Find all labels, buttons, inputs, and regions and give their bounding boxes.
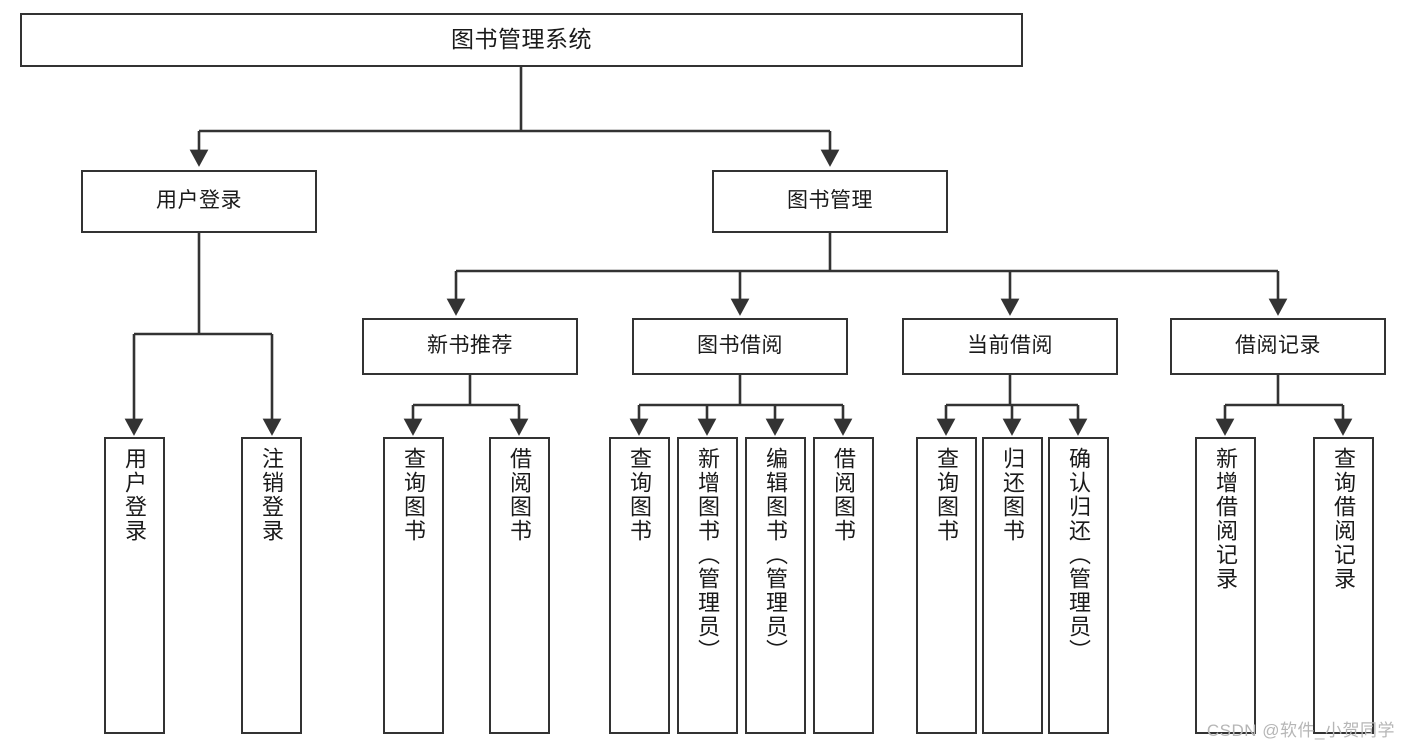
node-label: 用户登录 <box>156 189 242 213</box>
node-leaf-edit-book[interactable]: 编辑图书（管理员） <box>745 437 806 734</box>
node-user-login[interactable]: 用户登录 <box>81 170 317 233</box>
node-root-system[interactable]: 图书管理系统 <box>20 13 1023 67</box>
node-book-management[interactable]: 图书管理 <box>712 170 948 233</box>
node-label: 查询图书 <box>627 447 653 543</box>
node-leaf-add-record[interactable]: 新增借阅记录 <box>1195 437 1256 734</box>
node-label: 确认归还（管理员） <box>1066 447 1092 663</box>
node-label: 借阅图书 <box>507 447 533 543</box>
node-label: 新增借阅记录 <box>1213 447 1239 591</box>
node-label: 借阅图书 <box>831 447 857 543</box>
node-label: 注销登录 <box>259 447 285 543</box>
node-label: 当前借阅 <box>967 334 1053 358</box>
node-label: 借阅记录 <box>1235 334 1321 358</box>
node-leaf-query-record[interactable]: 查询借阅记录 <box>1313 437 1374 734</box>
node-leaf-borrow-book-2[interactable]: 借阅图书 <box>813 437 874 734</box>
node-label: 图书管理系统 <box>451 26 592 53</box>
node-label: 查询图书 <box>401 447 427 543</box>
node-leaf-query-book-3[interactable]: 查询图书 <box>916 437 977 734</box>
node-current-borrow[interactable]: 当前借阅 <box>902 318 1118 375</box>
node-leaf-add-book[interactable]: 新增图书（管理员） <box>677 437 738 734</box>
node-label: 查询图书 <box>934 447 960 543</box>
node-label: 归还图书 <box>1000 447 1026 543</box>
node-label: 编辑图书（管理员） <box>763 447 789 663</box>
node-borrow-record[interactable]: 借阅记录 <box>1170 318 1386 375</box>
node-label: 图书借阅 <box>697 334 783 358</box>
node-leaf-query-book-2[interactable]: 查询图书 <box>609 437 670 734</box>
node-label: 查询借阅记录 <box>1331 447 1357 591</box>
node-leaf-user-logout[interactable]: 注销登录 <box>241 437 302 734</box>
node-leaf-confirm-return[interactable]: 确认归还（管理员） <box>1048 437 1109 734</box>
node-book-borrow[interactable]: 图书借阅 <box>632 318 848 375</box>
watermark-text: CSDN @软件_小贺同学 <box>1206 721 1395 740</box>
node-label: 用户登录 <box>122 447 148 543</box>
node-leaf-user-login[interactable]: 用户登录 <box>104 437 165 734</box>
node-leaf-query-book-1[interactable]: 查询图书 <box>383 437 444 734</box>
node-label: 新增图书（管理员） <box>695 447 721 663</box>
node-label: 图书管理 <box>787 189 873 213</box>
node-leaf-return-book[interactable]: 归还图书 <box>982 437 1043 734</box>
node-leaf-borrow-book-1[interactable]: 借阅图书 <box>489 437 550 734</box>
node-new-book-recommend[interactable]: 新书推荐 <box>362 318 578 375</box>
node-label: 新书推荐 <box>427 334 513 358</box>
